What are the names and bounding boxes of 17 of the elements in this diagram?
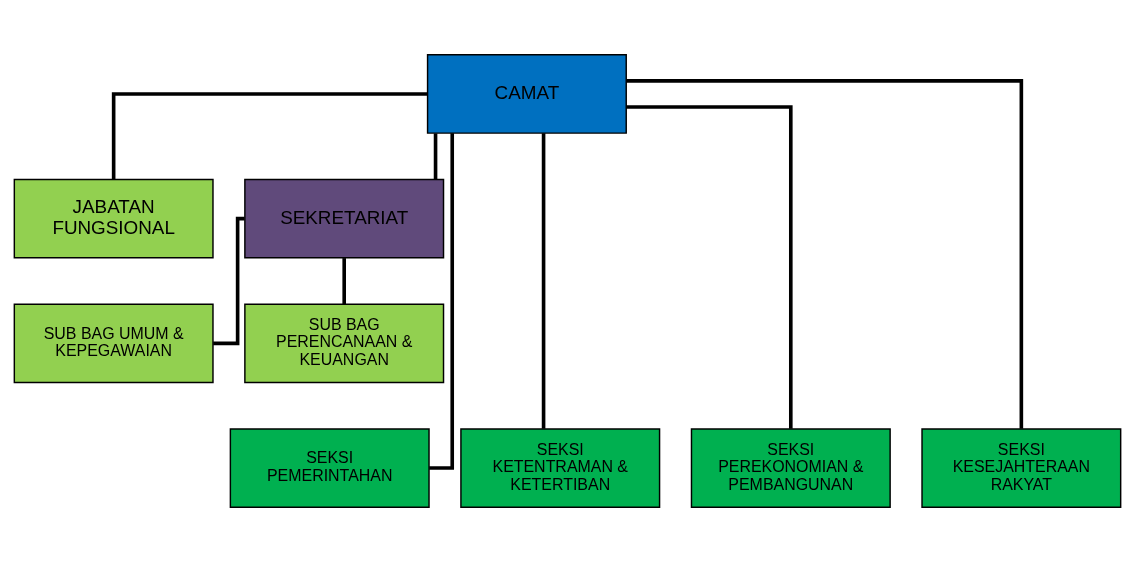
node-box: JABATAN FUNGSIONAL	[13, 178, 214, 259]
node-box: SUB BAG PERENCANAAN & KEUANGAN	[244, 303, 445, 384]
connector	[541, 133, 546, 429]
connector	[111, 92, 428, 180]
node-box: CAMAT	[426, 54, 627, 134]
node-box: SUB BAG UMUM & KEPEGAWAIAN	[13, 303, 214, 384]
node-box: SEKSI PEREKONOMIAN & PEMBANGUNAN	[690, 428, 891, 508]
connector	[626, 79, 1024, 429]
connector	[342, 258, 346, 305]
node-box: SEKSI KESEJAHTERAAN RAKYAT	[921, 428, 1122, 508]
node-box: SEKSI KETENTRAMAN & KETERTIBAN	[460, 428, 661, 508]
node-box: SEKRETARIAT	[244, 178, 445, 259]
node-box: SEKSI PEMERINTAHAN	[229, 428, 430, 508]
connector	[213, 216, 245, 346]
connector	[433, 133, 438, 180]
connector	[429, 133, 455, 470]
connector	[626, 105, 793, 429]
